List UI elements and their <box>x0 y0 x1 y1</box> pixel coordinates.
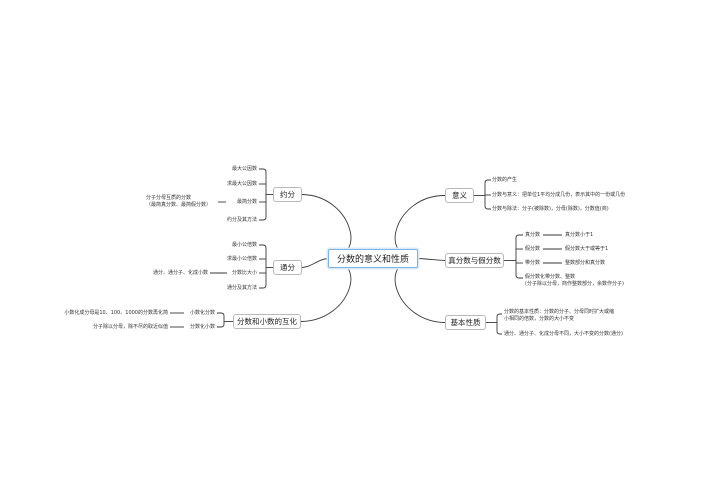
leaf-origin-of-fraction[interactable]: 分数的产生 <box>492 177 518 183</box>
leaf-compare-methods[interactable]: 通分、通分子、化成小数 <box>152 270 208 276</box>
connector-root-proper <box>417 258 446 261</box>
leaf-coprime-fraction[interactable]: 分子分母互质的分数 （最简真分数、最简假分数） <box>146 195 212 208</box>
leaf-decimal-to-fraction-method[interactable]: 小数化成分母是10、100、1000的分数再化简 <box>64 310 168 316</box>
leaf-improper-fraction[interactable]: 假分数 <box>525 246 541 252</box>
connector-15 <box>217 312 225 317</box>
connector-1 <box>259 168 267 173</box>
leaf-improper-ge-one[interactable]: 假分数大于或等于1 <box>565 246 609 252</box>
leaf-basic-property-application[interactable]: 通分、通分子、化成分母不同，大小不变的分数(通分) <box>504 331 623 337</box>
connector-8 <box>259 244 267 249</box>
topic-proper-improper-fractions[interactable]: 真分数与假分数 <box>445 253 504 268</box>
leaf-find-gcd[interactable]: 求最大公因数 <box>226 181 257 187</box>
leaf-improper-to-mixed[interactable]: 假分数化带分数、整数 (分子除以分母，商作整数部分，余数作分子) <box>525 274 624 287</box>
leaf-mixed-parts[interactable]: 整数部分和真分数 <box>565 260 606 266</box>
connector-35 <box>496 313 502 318</box>
leaf-tongfen-method[interactable]: 通分及其方法 <box>226 285 257 291</box>
connector-root-tongfen <box>301 258 329 268</box>
connector-16 <box>217 323 225 328</box>
leaf-lcm[interactable]: 最小公倍数 <box>231 242 257 248</box>
topic-tongfen[interactable]: 通分 <box>273 260 302 275</box>
connector-root-property <box>394 258 446 323</box>
connector-2 <box>259 216 267 221</box>
connector-27 <box>515 274 523 279</box>
topic-meaning[interactable]: 意义 <box>445 188 474 203</box>
root-topic[interactable]: 分数的意义和性质 <box>328 249 418 268</box>
connector-36 <box>496 330 502 335</box>
leaf-basic-property-statement[interactable]: 分数的基本性质：分数的分子、分母同时扩大或缩小相同的倍数，分数的大小不变 <box>504 309 615 322</box>
leaf-proper-less-than-one[interactable]: 真分数小于1 <box>565 232 594 238</box>
topic-basic-property[interactable]: 基本性质 <box>445 315 486 330</box>
leaf-gcd[interactable]: 最大公因数 <box>231 166 257 172</box>
leaf-simplest-fraction[interactable]: 最简分数 <box>236 199 257 205</box>
leaf-decimal-to-fraction[interactable]: 小数化分数 <box>189 310 215 316</box>
topic-fraction-decimal-conversion[interactable]: 分数和小数的互化 <box>233 314 301 329</box>
leaf-yuefen-method[interactable]: 约分及其方法 <box>226 217 257 223</box>
leaf-fraction-to-decimal-method[interactable]: 分子除以分母，除不尽的取近似值 <box>92 324 168 330</box>
topic-yuefen[interactable]: 约分 <box>273 187 302 202</box>
leaf-mixed-number[interactable]: 带分数 <box>525 260 541 266</box>
leaf-find-lcm[interactable]: 求最小公倍数 <box>226 256 257 262</box>
connector-22 <box>484 205 491 210</box>
connector-9 <box>259 284 267 289</box>
leaf-meaning-of-fraction[interactable]: 分数与意义：把单位1平均分成几份，表示其中的一份或几份 <box>492 192 626 198</box>
connector-21 <box>484 179 491 184</box>
leaf-proper-fraction[interactable]: 真分数 <box>525 232 541 238</box>
connector-26 <box>515 234 523 239</box>
leaf-fraction-and-division[interactable]: 分数与除法：分子(被除数)，分母(除数)，分数值(商) <box>492 206 609 212</box>
leaf-compare-fractions[interactable]: 分数比大小 <box>231 270 257 276</box>
leaf-fraction-to-decimal[interactable]: 分数化小数 <box>189 324 215 330</box>
